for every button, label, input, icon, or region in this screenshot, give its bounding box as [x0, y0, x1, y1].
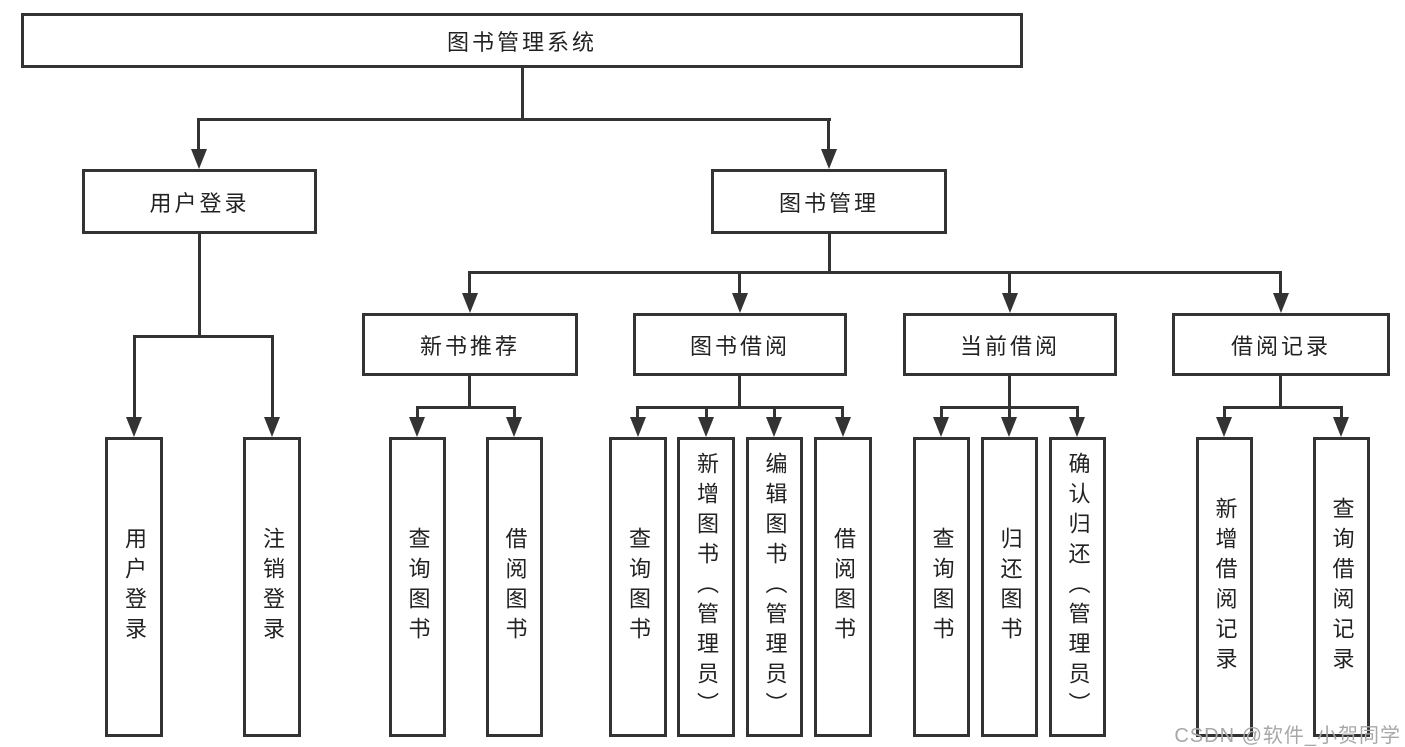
node-book-management: 图书管理 — [711, 169, 947, 234]
connector-line — [1223, 406, 1343, 409]
connector-line — [636, 406, 639, 419]
connector-arrowhead — [933, 417, 949, 437]
node-label: 查询图书 — [405, 527, 431, 647]
node-label: 确认归还（管理员） — [1065, 452, 1091, 722]
leaf-recommend-borrow-books: 借阅图书 — [486, 437, 543, 737]
connector-arrowhead — [1273, 293, 1289, 313]
connector-line — [468, 271, 1282, 274]
connector-arrowhead — [126, 417, 142, 437]
connector-line — [940, 406, 943, 419]
node-current-borrowing: 当前借阅 — [903, 313, 1117, 376]
node-label: 借阅图书 — [831, 527, 856, 647]
connector-arrowhead — [191, 149, 207, 169]
connector-arrowhead — [630, 417, 646, 437]
connector-arrowhead — [264, 417, 280, 437]
node-label: 新增图书（管理员） — [694, 452, 719, 722]
connector-line — [133, 335, 274, 338]
node-label: 用户登录 — [149, 190, 250, 216]
connector-arrowhead — [732, 293, 748, 313]
leaf-borrowing-edit-books-admin: 编辑图书（管理员） — [746, 437, 803, 737]
node-label: 编辑图书（管理员） — [762, 452, 788, 722]
connector-line — [133, 335, 136, 419]
connector-line — [827, 118, 830, 151]
connector-line — [271, 335, 274, 419]
connector-arrowhead — [409, 417, 425, 437]
connector-arrowhead — [1069, 417, 1085, 437]
leaf-user-login: 用户登录 — [105, 437, 163, 737]
node-label: 新书推荐 — [419, 333, 520, 359]
leaf-borrowing-borrow-books: 借阅图书 — [814, 437, 872, 737]
connector-line — [841, 406, 844, 419]
connector-line — [1279, 271, 1282, 295]
connector-line — [1340, 406, 1343, 419]
connector-line — [197, 118, 831, 121]
connector-line — [705, 406, 708, 419]
leaf-borrowing-query-books: 查询图书 — [609, 437, 667, 737]
connector-line — [1076, 406, 1079, 419]
connector-arrowhead — [1002, 293, 1018, 313]
connector-arrowhead — [821, 149, 837, 169]
connector-line — [513, 406, 516, 419]
leaf-current-return-books: 归还图书 — [981, 437, 1038, 737]
connector-line — [1008, 271, 1011, 295]
connector-arrowhead — [506, 417, 522, 437]
watermark: CSDN @软件_小贺同学 — [1174, 725, 1401, 747]
connector-arrowhead — [698, 417, 714, 437]
node-label: 借阅记录 — [1230, 333, 1331, 359]
connector-arrowhead — [1333, 417, 1349, 437]
connector-line — [1223, 406, 1226, 419]
connector-arrowhead — [1001, 417, 1017, 437]
connector-line — [1008, 376, 1011, 409]
node-book-borrowing: 图书借阅 — [633, 313, 847, 376]
connector-line — [1279, 376, 1282, 409]
leaf-records-query-record: 查询借阅记录 — [1313, 437, 1370, 737]
connector-arrowhead — [1216, 417, 1232, 437]
leaf-recommend-query-books: 查询图书 — [389, 437, 446, 737]
leaf-current-query-books: 查询图书 — [913, 437, 970, 737]
node-label: 注销登录 — [260, 527, 285, 647]
leaf-borrowing-add-books-admin: 新增图书（管理员） — [677, 437, 735, 737]
leaf-logout: 注销登录 — [243, 437, 301, 737]
node-library-management-system: 图书管理系统 — [21, 13, 1023, 68]
connector-arrowhead — [766, 417, 782, 437]
node-label: 新增借阅记录 — [1212, 497, 1238, 677]
node-new-book-recommend: 新书推荐 — [362, 313, 578, 376]
node-label: 用户登录 — [122, 527, 147, 647]
node-label: 图书管理 — [778, 190, 879, 216]
node-label: 查询图书 — [929, 527, 955, 647]
connector-line — [468, 376, 471, 409]
connector-line — [416, 406, 516, 409]
node-label: 当前借阅 — [959, 333, 1060, 359]
connector-arrowhead — [835, 417, 851, 437]
node-label: 图书管理系统 — [446, 29, 597, 55]
connector-line — [738, 376, 741, 409]
connector-line — [738, 271, 741, 295]
node-label: 归还图书 — [997, 527, 1023, 647]
connector-line — [1008, 406, 1011, 419]
node-label: 借阅图书 — [502, 527, 528, 647]
leaf-records-add-record: 新增借阅记录 — [1196, 437, 1253, 737]
connector-line — [521, 68, 524, 120]
connector-line — [416, 406, 419, 419]
node-user-login: 用户登录 — [82, 169, 317, 234]
node-label: 查询借阅记录 — [1329, 497, 1355, 677]
node-label: 查询图书 — [626, 527, 651, 647]
node-label: 图书借阅 — [689, 333, 790, 359]
connector-line — [198, 234, 201, 336]
connector-line — [197, 118, 200, 151]
connector-line — [468, 271, 471, 295]
node-borrow-records: 借阅记录 — [1172, 313, 1390, 376]
connector-line — [828, 234, 831, 274]
connector-arrowhead — [462, 293, 478, 313]
connector-line — [773, 406, 776, 419]
leaf-current-confirm-return-admin: 确认归还（管理员） — [1049, 437, 1106, 737]
connector-line — [636, 406, 844, 409]
